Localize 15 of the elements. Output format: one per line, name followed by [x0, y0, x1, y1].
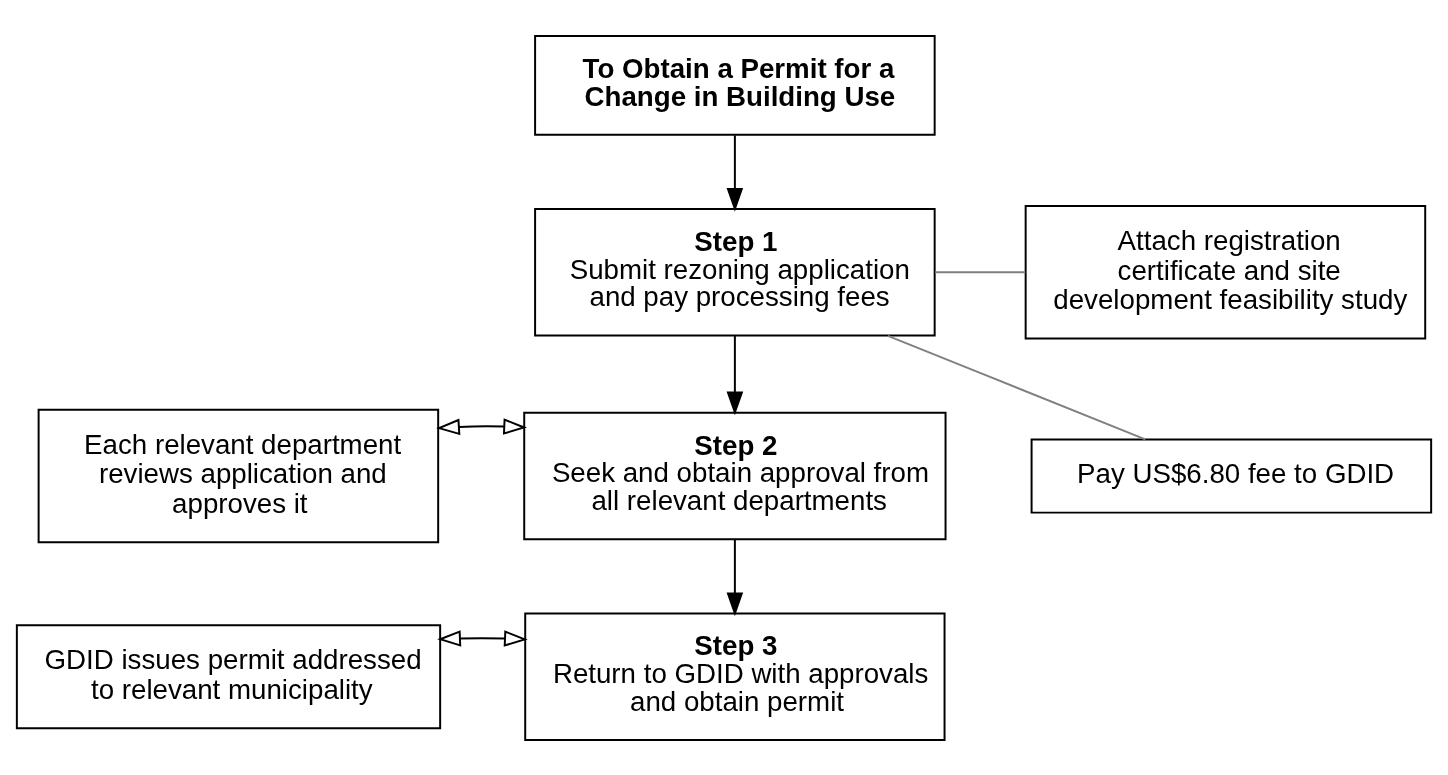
node-box: Step 1 Submit rezoning application and pay processing fees — [534, 207, 936, 337]
node-box: Attach registration certificate and site development feasibility study — [1024, 204, 1427, 340]
connector — [886, 334, 1147, 440]
node-box: To Obtain a Permit for a Change in Building Use — [534, 34, 936, 136]
arrow — [726, 538, 744, 616]
arrow — [726, 334, 744, 415]
arrow — [436, 417, 528, 435]
node-box: GDID issues permit addressed to relevant municipality — [15, 623, 442, 729]
arrow — [726, 133, 744, 212]
node-box: Pay US$6.80 fee to GDID — [1030, 437, 1433, 514]
node-box: Each relevant department reviews application and approves it — [37, 408, 440, 543]
node-box: Step 2 Seek and obtain approval from all relevant departments — [523, 411, 947, 540]
arrow — [437, 629, 528, 647]
node-box: Step 3 Return to GDID with approvals and obtain permit — [524, 612, 946, 741]
connector — [934, 270, 1027, 273]
